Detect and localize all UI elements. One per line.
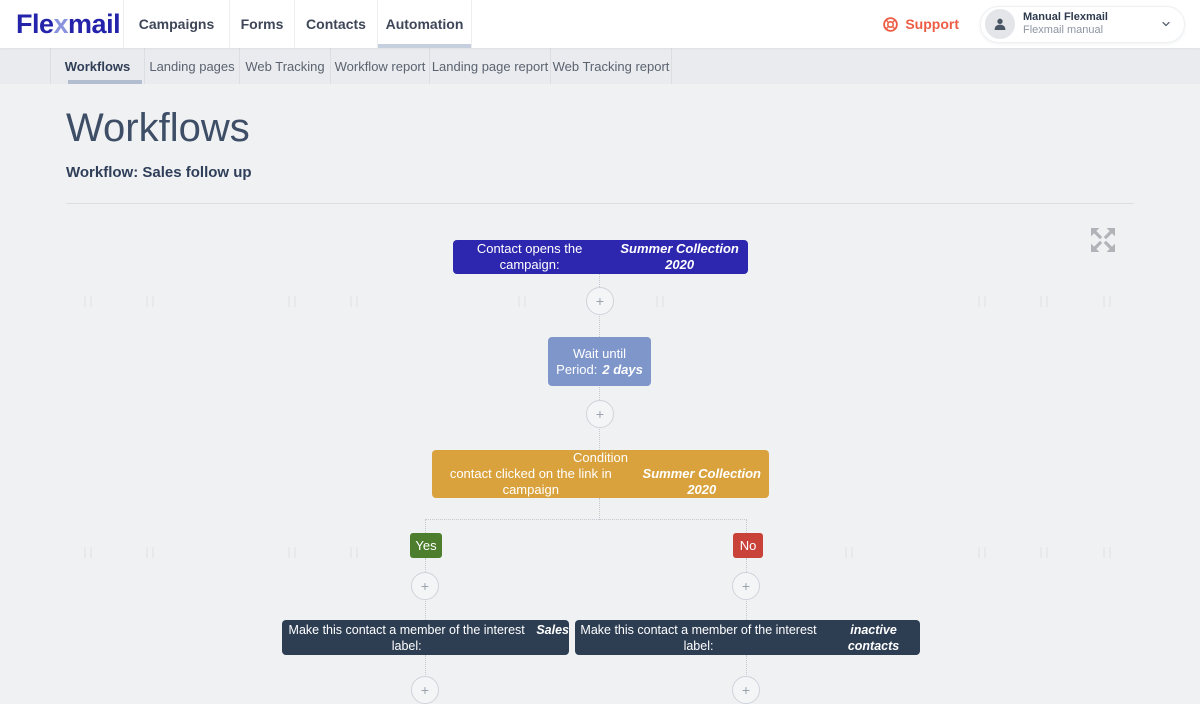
ghost-node-marker bbox=[656, 296, 664, 307]
condition-text: contact clicked on the link in campaign bbox=[449, 466, 612, 497]
add-step-button[interactable]: + bbox=[732, 676, 760, 704]
tab-workflow-report[interactable]: Workflow report bbox=[331, 48, 430, 84]
avatar bbox=[985, 9, 1015, 39]
condition-campaign-name: Summer Collection 2020 bbox=[642, 466, 761, 497]
trigger-text: Contact opens the campaign: bbox=[476, 241, 583, 272]
connector-line bbox=[746, 519, 747, 533]
condition-node[interactable]: Condition contact clicked on the link in… bbox=[432, 450, 769, 498]
chevron-down-icon bbox=[1160, 18, 1172, 30]
wait-title: Wait until bbox=[573, 345, 626, 361]
tab-landing-pages[interactable]: Landing pages bbox=[145, 48, 240, 84]
condition-title: Condition bbox=[573, 450, 628, 465]
ghost-node-marker bbox=[350, 547, 358, 558]
divider bbox=[66, 203, 1134, 204]
tab-landing-page-report[interactable]: Landing page report bbox=[430, 48, 551, 84]
action-text: Make this contact a member of the intere… bbox=[580, 622, 817, 653]
action-label-name: Sales bbox=[536, 622, 569, 637]
add-step-button[interactable]: + bbox=[411, 676, 439, 704]
ghost-node-marker bbox=[146, 296, 154, 307]
ghost-node-marker bbox=[518, 296, 526, 307]
action-node-inactive-contacts[interactable]: Make this contact a member of the intere… bbox=[575, 620, 920, 655]
person-icon bbox=[992, 16, 1008, 32]
ghost-node-marker bbox=[978, 547, 986, 558]
tab-web-tracking-report[interactable]: Web Tracking report bbox=[551, 48, 672, 84]
action-node-sales[interactable]: Make this contact a member of the intere… bbox=[282, 620, 569, 655]
tab-workflows[interactable]: Workflows bbox=[50, 48, 145, 84]
add-step-button[interactable]: + bbox=[411, 572, 439, 600]
ghost-node-marker bbox=[288, 296, 296, 307]
nav-item-campaigns[interactable]: Campaigns bbox=[123, 0, 229, 48]
ghost-node-marker bbox=[84, 547, 92, 558]
add-step-button[interactable]: + bbox=[586, 400, 614, 428]
header-right: Support Manual Flexmail Flexmail manual bbox=[882, 0, 1200, 48]
ghost-node-marker bbox=[1103, 547, 1111, 558]
user-name: Manual Flexmail bbox=[1023, 11, 1108, 23]
logo-suffix: mail bbox=[68, 8, 121, 39]
workflow-subtitle: Workflow: Sales follow up bbox=[66, 164, 252, 181]
expand-fullscreen-icon[interactable] bbox=[1087, 224, 1119, 256]
action-text: Make this contact a member of the intere… bbox=[288, 622, 525, 653]
add-step-button[interactable]: + bbox=[732, 572, 760, 600]
page-title: Workflows bbox=[66, 106, 250, 150]
support-label: Support bbox=[905, 16, 959, 32]
branch-yes-badge[interactable]: Yes bbox=[410, 533, 442, 558]
trigger-campaign-name: Summer Collection 2020 bbox=[620, 241, 739, 272]
ghost-node-marker bbox=[288, 547, 296, 558]
automation-subnav: Workflows Landing pages Web Tracking Wor… bbox=[0, 48, 1200, 84]
ghost-node-marker bbox=[845, 547, 853, 558]
tab-web-tracking[interactable]: Web Tracking bbox=[240, 48, 331, 84]
trigger-node[interactable]: Contact opens the campaign: Summer Colle… bbox=[453, 240, 748, 274]
wait-period-value: 2 days bbox=[602, 361, 643, 377]
ghost-node-marker bbox=[1103, 296, 1111, 307]
action-label-name: inactive contacts bbox=[847, 622, 900, 653]
ghost-node-marker bbox=[84, 296, 92, 307]
ghost-node-marker bbox=[1040, 547, 1048, 558]
user-menu[interactable]: Manual Flexmail Flexmail manual bbox=[980, 5, 1185, 43]
connector-line bbox=[599, 498, 600, 520]
ghost-node-marker bbox=[350, 296, 358, 307]
nav-item-automation[interactable]: Automation bbox=[377, 0, 472, 48]
nav-item-contacts[interactable]: Contacts bbox=[294, 0, 377, 48]
logo-prefix: Fle bbox=[16, 8, 54, 39]
ghost-node-marker bbox=[1040, 296, 1048, 307]
wait-node[interactable]: Wait until Period: 2 days bbox=[548, 337, 651, 386]
wait-period-label: Period: bbox=[556, 361, 598, 377]
add-step-button[interactable]: + bbox=[586, 287, 614, 315]
logo-accent: x bbox=[53, 8, 69, 39]
ghost-node-marker bbox=[146, 547, 154, 558]
user-text: Manual Flexmail Flexmail manual bbox=[1023, 11, 1108, 37]
branch-no-badge[interactable]: No bbox=[733, 533, 763, 558]
ghost-node-marker bbox=[978, 296, 986, 307]
connector-line bbox=[425, 519, 426, 533]
user-subtitle: Flexmail manual bbox=[1023, 24, 1104, 36]
branch-line bbox=[425, 519, 747, 520]
nav-item-forms[interactable]: Forms bbox=[229, 0, 294, 48]
support-button[interactable]: Support bbox=[882, 16, 959, 33]
lifebuoy-icon bbox=[882, 16, 899, 33]
